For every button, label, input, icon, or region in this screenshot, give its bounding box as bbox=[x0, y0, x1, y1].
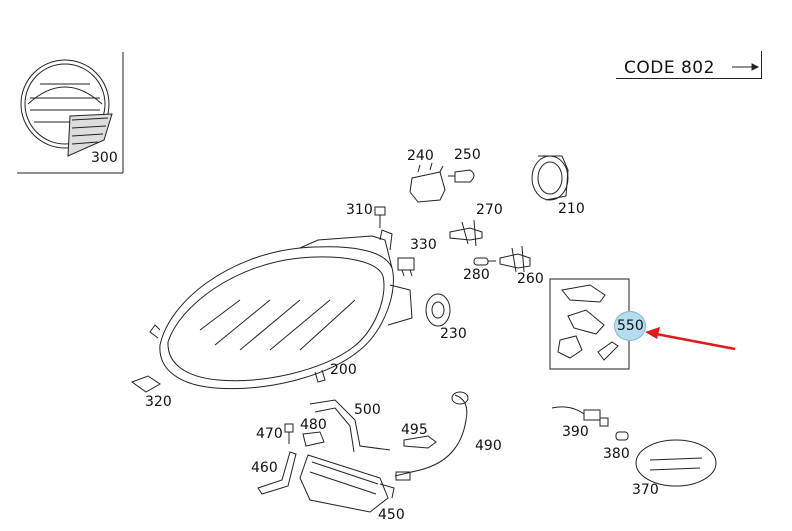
label-490[interactable]: 490 bbox=[475, 438, 502, 454]
part-250-drawing bbox=[448, 169, 475, 183]
part-500-drawing bbox=[309, 399, 391, 453]
label-250[interactable]: 250 bbox=[454, 147, 481, 163]
part-240-drawing bbox=[409, 162, 446, 203]
part-210-drawing bbox=[531, 155, 569, 201]
label-230[interactable]: 230 bbox=[440, 326, 467, 342]
part-260-drawing bbox=[499, 245, 531, 273]
part-450-drawing bbox=[299, 454, 395, 513]
label-260[interactable]: 260 bbox=[517, 271, 544, 287]
label-300[interactable]: 300 bbox=[91, 150, 118, 166]
code-arrow-icon bbox=[732, 63, 760, 71]
part-280-drawing bbox=[473, 257, 496, 266]
label-370[interactable]: 370 bbox=[632, 482, 659, 498]
headlamp-200-drawing bbox=[149, 229, 413, 390]
label-480[interactable]: 480 bbox=[300, 417, 327, 433]
part-310-drawing bbox=[374, 206, 386, 228]
part-390-drawing bbox=[551, 406, 609, 427]
label-320[interactable]: 320 bbox=[145, 394, 172, 410]
inset-300-drawing bbox=[17, 52, 124, 174]
label-310[interactable]: 310 bbox=[346, 202, 373, 218]
highlight-550 bbox=[614, 311, 646, 341]
label-470[interactable]: 470 bbox=[256, 426, 283, 442]
label-460[interactable]: 460 bbox=[251, 460, 278, 476]
part-230-drawing bbox=[425, 293, 451, 327]
part-470-480-drawing bbox=[284, 423, 325, 447]
red-pointer-arrow-icon bbox=[645, 327, 736, 351]
label-270[interactable]: 270 bbox=[476, 202, 503, 218]
part-320-drawing bbox=[130, 375, 161, 393]
part-495-drawing bbox=[403, 435, 437, 449]
label-390[interactable]: 390 bbox=[562, 424, 589, 440]
label-200[interactable]: 200 bbox=[330, 362, 357, 378]
label-210[interactable]: 210 bbox=[558, 201, 585, 217]
part-380-drawing bbox=[615, 431, 629, 441]
label-380[interactable]: 380 bbox=[603, 446, 630, 462]
part-460-drawing bbox=[257, 451, 297, 495]
part-370-drawing bbox=[635, 439, 717, 487]
label-495[interactable]: 495 bbox=[401, 422, 428, 438]
part-330-drawing bbox=[397, 257, 415, 277]
label-450[interactable]: 450 bbox=[378, 507, 405, 523]
code-label: CODE 802 bbox=[624, 58, 715, 78]
code-box bbox=[616, 51, 762, 79]
label-240[interactable]: 240 bbox=[407, 148, 434, 164]
label-330[interactable]: 330 bbox=[410, 237, 437, 253]
part-270-drawing bbox=[449, 219, 483, 247]
label-550[interactable]: 550 bbox=[617, 318, 644, 334]
label-500[interactable]: 500 bbox=[354, 402, 381, 418]
part-490-drawing bbox=[394, 391, 469, 481]
label-280[interactable]: 280 bbox=[463, 267, 490, 283]
